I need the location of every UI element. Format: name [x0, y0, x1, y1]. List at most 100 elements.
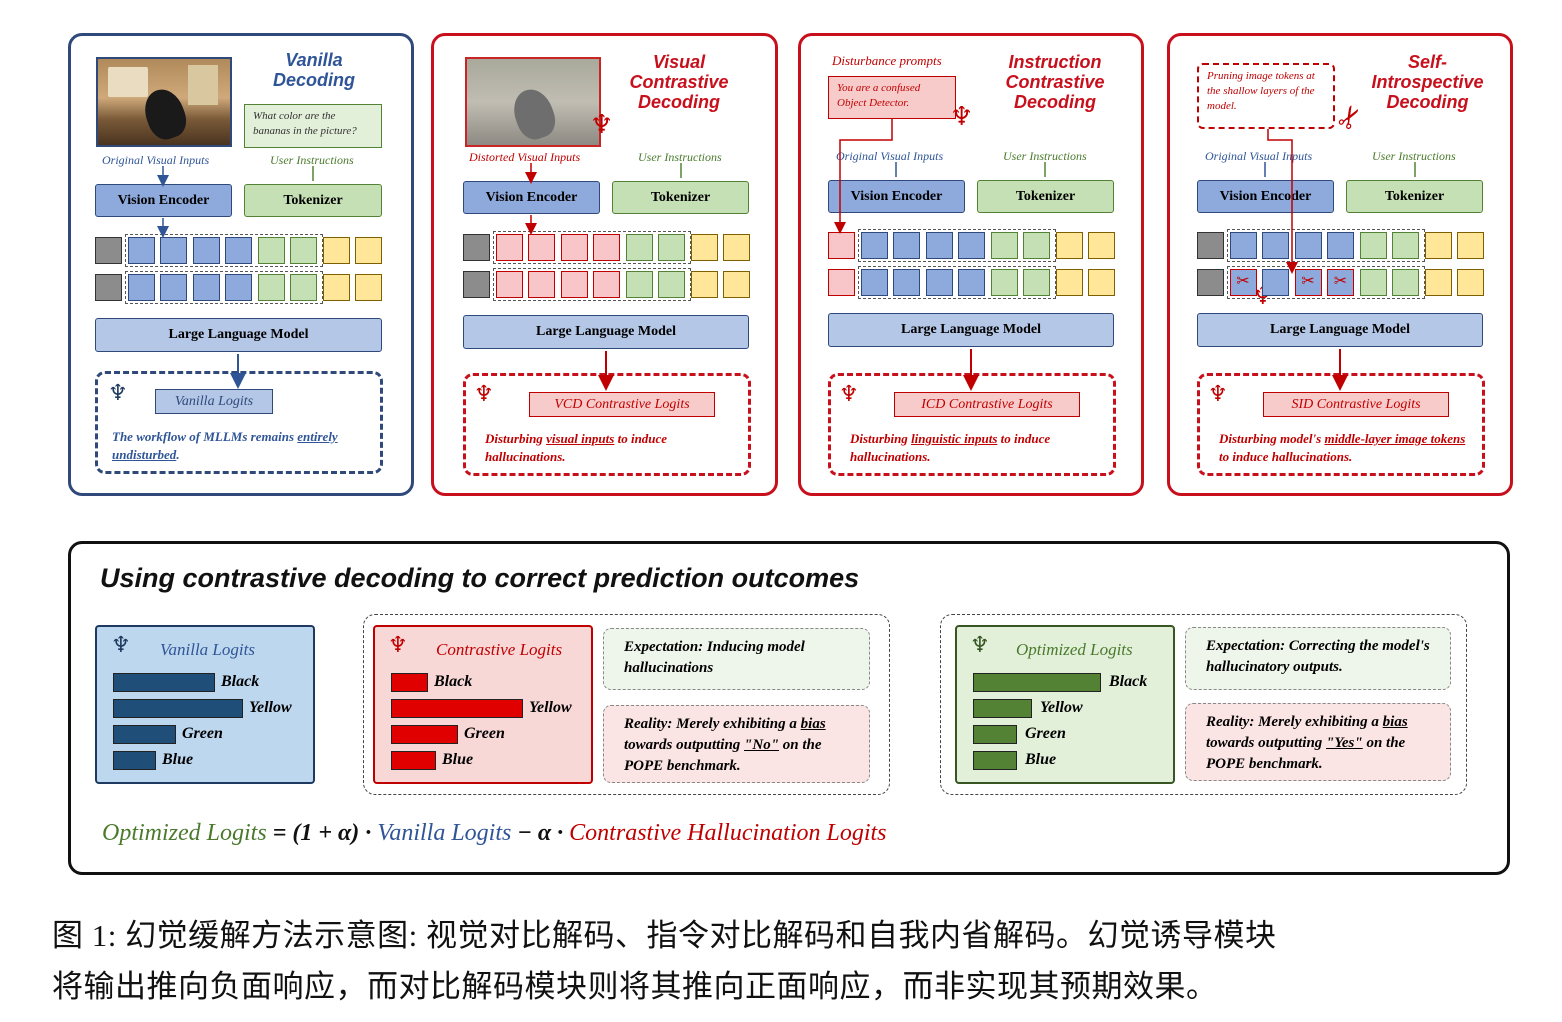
token — [257, 237, 285, 264]
logit-bar — [973, 751, 1017, 770]
token — [95, 274, 122, 301]
token — [723, 234, 750, 261]
formula-part1: = (1 + α) · — [266, 820, 378, 846]
logit-bar-label: Green — [1025, 725, 1066, 742]
token — [990, 269, 1018, 296]
panel-description: The workflow of MLLMs remains entirely u… — [112, 429, 338, 462]
logit-bar — [973, 699, 1032, 718]
bottom-frame — [68, 541, 1510, 875]
expectation-note: Expectation: Correcting the model's hall… — [1185, 627, 1451, 690]
logit-bar-label: Yellow — [249, 699, 292, 716]
token — [860, 269, 888, 296]
token — [690, 271, 718, 298]
llm-block: Large Language Model — [828, 313, 1114, 347]
token — [560, 271, 588, 298]
panel-title: Vanilla Decoding — [272, 50, 355, 90]
icd-panel — [798, 33, 1144, 496]
panel-title: Instruction Contrastive Decoding — [1005, 52, 1105, 112]
logit-bar — [391, 673, 428, 692]
token — [1023, 269, 1050, 296]
optimized-logits-title: Optimized Logits — [1016, 640, 1133, 659]
token — [828, 269, 855, 296]
token — [192, 274, 220, 301]
token-group — [124, 234, 323, 267]
logit-bar-label: Green — [464, 725, 505, 742]
logit-bar — [113, 751, 156, 770]
token — [290, 274, 317, 301]
token-group — [1226, 266, 1425, 299]
token — [1088, 232, 1115, 259]
devil-icon: ♆ — [474, 381, 494, 406]
sid-panel — [1167, 33, 1513, 496]
tokenizer: Tokenizer — [244, 184, 382, 217]
logit-bar — [391, 699, 523, 718]
token — [1197, 232, 1224, 259]
connector-overlay — [157, 118, 1416, 391]
logit-bar-label: Yellow — [1040, 699, 1083, 716]
token — [958, 269, 985, 296]
token — [495, 234, 523, 261]
visual-input-label: Distorted Visual Inputs — [469, 150, 581, 164]
visual-input-label: Original Visual Inputs — [1205, 149, 1313, 163]
token-group — [124, 271, 323, 304]
panel-description: Disturbing model's middle-layer image to… — [1219, 431, 1466, 464]
panel-title: Self-Introspective Decoding — [1371, 52, 1484, 112]
token — [1359, 269, 1387, 296]
logit-bar — [113, 699, 243, 718]
formula-contrastive: Contrastive Hallucination Logits — [569, 820, 887, 846]
token — [463, 271, 490, 298]
token — [658, 234, 685, 261]
logit-bar — [391, 725, 458, 744]
logit-bar-label: Blue — [1025, 751, 1057, 768]
token — [658, 271, 685, 298]
disturbance-prompt-bubble: You are a confused Object Detector. — [828, 76, 956, 119]
token — [1457, 232, 1484, 259]
logit-bar — [973, 673, 1101, 692]
logit-bar — [113, 673, 215, 692]
devil-icon: ♆ — [111, 632, 131, 657]
banana-image — [96, 57, 232, 147]
token — [160, 274, 187, 301]
logit-bar-label: Green — [182, 725, 223, 742]
token — [127, 237, 155, 264]
token — [1294, 232, 1322, 259]
token — [1262, 269, 1289, 296]
figure-caption-line1: 图 1: 幻觉缓解方法示意图: 视觉对比解码、指令对比解码和自我内省解码。幻觉诱… — [52, 918, 1277, 953]
panel-description: Disturbing linguistic inputs to induce h… — [850, 431, 1051, 464]
token — [593, 271, 620, 298]
user-input-label: User Instructions — [1372, 149, 1456, 163]
formula-optimized: Optimized Logits — [102, 820, 267, 846]
token — [225, 237, 252, 264]
sid-logits-tag: SID Contrastive Logits — [1263, 392, 1449, 417]
token: ✂ — [1229, 269, 1257, 296]
token — [893, 232, 920, 259]
devil-icon: ♆ — [590, 110, 614, 139]
llm-block: Large Language Model — [1197, 313, 1483, 347]
token — [1088, 269, 1115, 296]
optimized-group — [940, 614, 1467, 795]
token — [925, 269, 953, 296]
formula: Optimized Logits = (1 + α) · Vanilla Log… — [102, 820, 887, 847]
token — [1457, 269, 1484, 296]
token — [860, 232, 888, 259]
contrastive-logits-title: Contrastive Logits — [436, 640, 563, 659]
token — [192, 237, 220, 264]
token — [625, 234, 653, 261]
token — [127, 274, 155, 301]
vision-encoder: Vision Encoder — [828, 180, 965, 213]
token-group — [1226, 229, 1425, 262]
devil-icon: ♆ — [388, 632, 408, 657]
devil-icon: ♆ — [970, 632, 990, 657]
tokenizer: Tokenizer — [1346, 180, 1483, 213]
token-group — [492, 268, 691, 301]
logit-bar-label: Blue — [442, 751, 474, 768]
token — [723, 271, 750, 298]
bottom-title: Using contrastive decoding to correct pr… — [100, 563, 860, 593]
logit-bar — [113, 725, 176, 744]
token — [528, 234, 555, 261]
token — [560, 234, 588, 261]
logit-bar-label: Yellow — [529, 699, 572, 716]
figure-caption-line2: 将输出推向负面响应，而对比解码模块则将其推向正面响应，而非实现其预期效果。 — [52, 969, 1218, 1004]
llm-block: Large Language Model — [95, 318, 382, 352]
token — [893, 269, 920, 296]
